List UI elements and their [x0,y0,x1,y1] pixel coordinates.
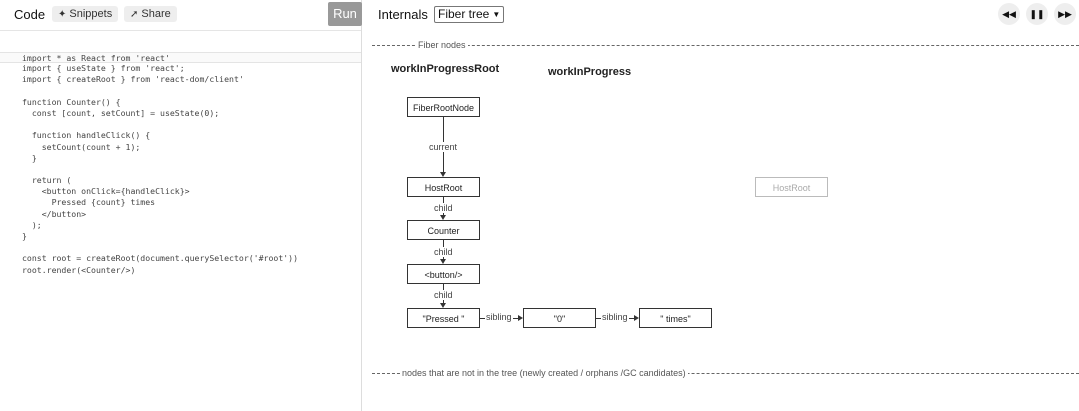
run-button[interactable]: Run [328,2,362,26]
code-line: function Counter() { [22,96,121,107]
code-line: import * as React from 'react' [0,52,361,64]
code-line [0,119,361,130]
code-line [0,86,361,97]
counter-node[interactable]: Counter [407,220,480,240]
code-line: ); [22,219,42,230]
code-editor[interactable]: import * as React from 'react'import { u… [0,52,361,276]
step-forward-icon[interactable]: ▶▶ [1054,3,1076,25]
code-line: </button> [22,208,87,219]
code-line: setCount(count + 1); [22,141,141,152]
orphans-label: nodes that are not in the tree (newly cr… [400,368,688,378]
code-line: import { createRoot } from 'react-dom/cl… [22,74,244,85]
internals-title: Internals [378,7,428,22]
code-line: } [22,152,37,163]
snippets-button[interactable]: ✦Snippets [52,6,119,22]
child-edge-label-2: child [433,247,454,257]
child-arrowhead-3 [440,303,446,308]
wip-root-label: workInProgressRoot [391,63,500,75]
code-line: <button onClick={handleClick}> [22,186,190,197]
internals-panel: Internals Fiber tree▼ ◀◀ ❚❚ ▶▶ Fiber nod… [362,0,1079,411]
ghost-host-root-node[interactable]: HostRoot [755,177,828,197]
code-line: } [22,231,27,241]
chevron-down-icon: ▼ [492,10,501,19]
code-panel-title: Code [14,7,46,22]
host-root-node[interactable]: HostRoot [407,177,480,197]
snippets-label: Snippets [69,8,113,20]
code-line [0,164,361,175]
zero-text-node[interactable]: "0" [523,308,596,328]
sibling-arrowhead-2 [634,315,639,321]
code-line: import { useState } from 'react'; [22,63,185,74]
fiber-nodes-label: Fiber nodes [416,40,468,50]
share-label: Share [141,8,171,20]
current-edge-label: current [428,142,459,152]
step-back-icon[interactable]: ◀◀ [998,3,1020,25]
child-edge-label-1: child [433,203,454,213]
code-line: Pressed {count} times [22,197,156,208]
code-line: const root = createRoot(document.querySe… [22,253,299,264]
share-button[interactable]: ➚Share [124,6,177,22]
orphans-divider: nodes that are not in the tree (newly cr… [372,368,1079,378]
code-line: const [count, setCount] = useState(0); [22,107,220,118]
current-arrowhead [440,172,446,177]
child-arrowhead-2 [440,259,446,264]
pause-icon[interactable]: ❚❚ [1026,3,1048,25]
code-toolbar: Code ✦Snippets ➚Share [0,0,361,31]
fiber-root-node[interactable]: FiberRootNode [407,97,480,117]
child-arrowhead-1 [440,215,446,220]
wip-label: workInProgress [548,66,632,78]
sparkle-icon: ✦ [58,9,67,20]
code-panel: Code ✦Snippets ➚Share import * as React … [0,0,362,411]
sibling-arrowhead-1 [518,315,523,321]
view-select[interactable]: Fiber tree▼ [434,6,505,23]
button-node[interactable]: <button/> [407,264,480,284]
pressed-text-node[interactable]: "Pressed " [407,308,480,328]
code-line [0,242,361,253]
view-select-value: Fiber tree [438,7,490,21]
sibling-edge-label-1: sibling [485,312,513,322]
code-line: root.render(<Counter/>) [22,264,136,275]
fiber-nodes-divider: Fiber nodes [372,40,1079,50]
child-edge-label-3: child [433,290,454,300]
code-line: function handleClick() { [22,130,151,141]
share-arrow-icon: ➚ [130,9,139,20]
code-line: return ( [22,175,72,186]
sibling-edge-label-2: sibling [601,312,629,322]
times-text-node[interactable]: " times" [639,308,712,328]
